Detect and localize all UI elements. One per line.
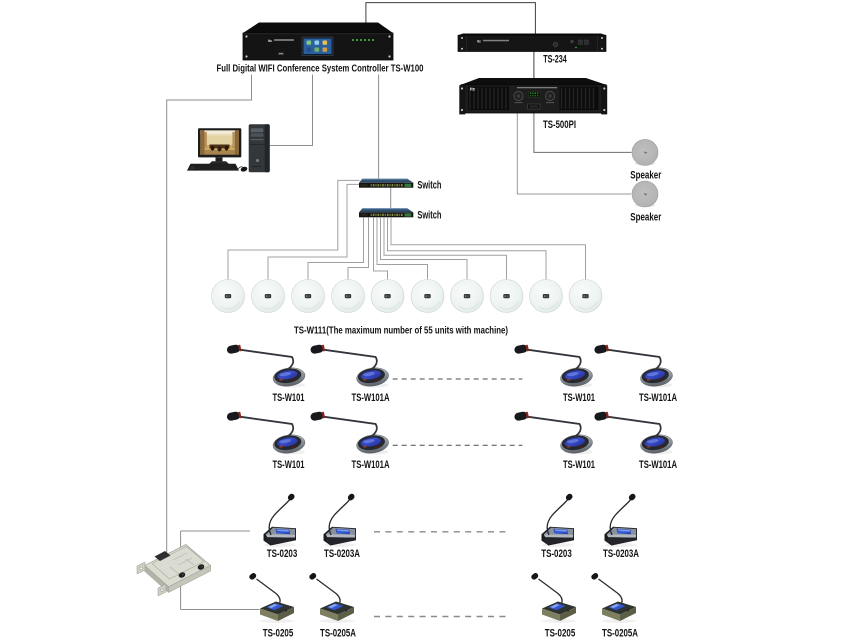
svg-text:TS-W101: TS-W101 bbox=[273, 459, 305, 471]
svg-text:TS-0203A: TS-0203A bbox=[324, 548, 360, 560]
svg-text:TS-W101: TS-W101 bbox=[563, 392, 595, 404]
svg-text:TS-W101A: TS-W101A bbox=[639, 459, 677, 471]
svg-text:TS-W101: TS-W101 bbox=[273, 392, 305, 404]
svg-text:TS-W111(The maximum number of: TS-W111(The maximum number of 55 units w… bbox=[294, 326, 508, 337]
svg-text:TS-0203A: TS-0203A bbox=[603, 548, 639, 560]
svg-text:itc: itc bbox=[470, 87, 476, 92]
svg-text:TS-0203: TS-0203 bbox=[267, 548, 298, 560]
svg-text:TS-W101A: TS-W101A bbox=[352, 392, 390, 404]
svg-text:Speaker: Speaker bbox=[630, 212, 662, 224]
svg-text:TS-W101: TS-W101 bbox=[563, 459, 595, 471]
svg-text:TS-0205A: TS-0205A bbox=[602, 628, 638, 640]
svg-text:TS-0205A: TS-0205A bbox=[320, 628, 356, 640]
svg-text:Switch: Switch bbox=[417, 210, 441, 222]
svg-text:TS-0205: TS-0205 bbox=[263, 628, 294, 640]
svg-text:TS-0205: TS-0205 bbox=[545, 628, 576, 640]
svg-text:TS-234: TS-234 bbox=[543, 54, 567, 66]
svg-text:TS-500PI: TS-500PI bbox=[543, 119, 576, 131]
svg-text:Speaker: Speaker bbox=[630, 170, 662, 182]
svg-text:TS-W101A: TS-W101A bbox=[352, 459, 390, 471]
svg-text:Full Digital WIFI Conference S: Full Digital WIFI Conference System Cont… bbox=[217, 64, 424, 75]
svg-text:TS-W101A: TS-W101A bbox=[639, 392, 677, 404]
svg-text:TS-0203: TS-0203 bbox=[541, 548, 572, 560]
svg-text:Switch: Switch bbox=[417, 180, 441, 192]
svg-text:itc: itc bbox=[477, 40, 481, 44]
svg-text:itc: itc bbox=[268, 39, 272, 43]
